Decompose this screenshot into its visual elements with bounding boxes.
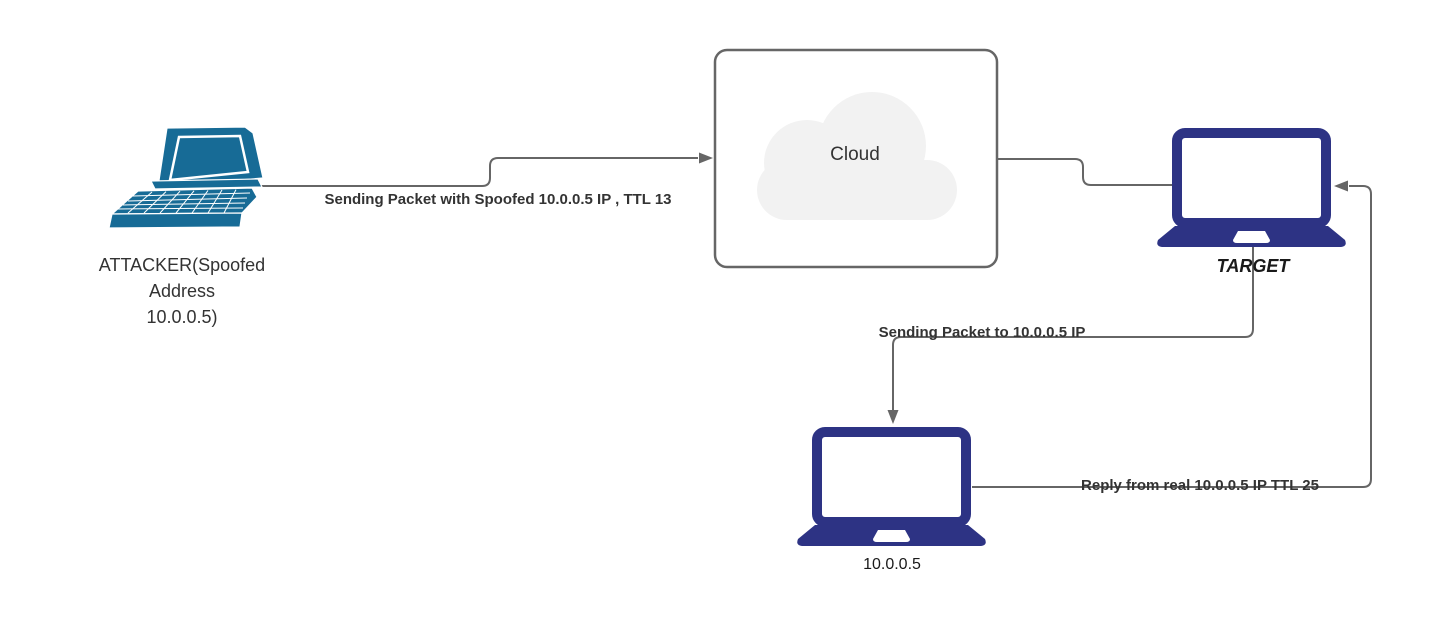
cloud-icon bbox=[757, 92, 957, 220]
arrowhead-down-icon bbox=[887, 410, 899, 424]
edge-target-to-realhost[interactable] bbox=[887, 247, 1254, 424]
target-laptop-icon[interactable] bbox=[1157, 133, 1346, 247]
keyboard-grid bbox=[117, 189, 251, 214]
arrowhead-right-icon bbox=[699, 152, 713, 164]
edge-realhost-to-target[interactable] bbox=[972, 180, 1372, 488]
attacker-laptop-icon[interactable] bbox=[108, 126, 264, 229]
cloud-node[interactable] bbox=[713, 48, 999, 269]
arrowhead-left-icon bbox=[1334, 180, 1348, 192]
edge-attacker-to-cloud[interactable] bbox=[260, 152, 713, 187]
edge-cloud-to-target[interactable] bbox=[997, 158, 1172, 186]
real-host-laptop-icon[interactable] bbox=[797, 432, 986, 546]
